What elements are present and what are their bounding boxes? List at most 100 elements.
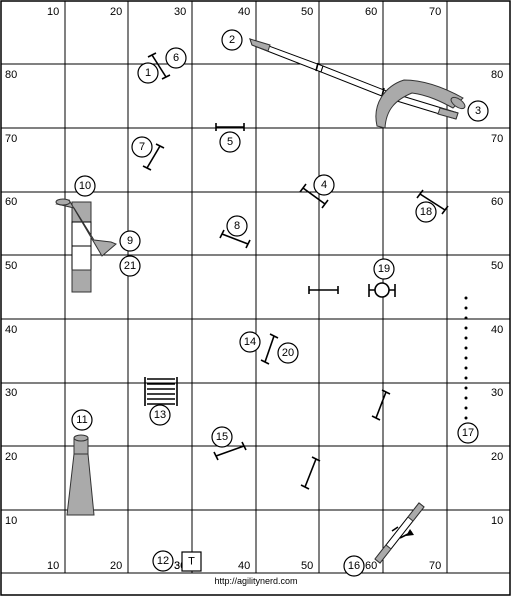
- obstacle-number-17: 17: [457, 422, 479, 444]
- jump-18-end-b: [441, 205, 449, 215]
- right-label-30: 30: [491, 387, 503, 399]
- obstacle-circle-7: [131, 136, 153, 158]
- jump-right-30: [375, 391, 387, 419]
- obstacle-number-7: 7: [131, 136, 153, 158]
- jump-15: [215, 445, 245, 457]
- obstacle-number-21: 21: [119, 255, 141, 277]
- obstacle-circle-15: [211, 426, 233, 448]
- obstacle-circle-17: [457, 422, 479, 444]
- top-label-50: 50: [301, 6, 313, 18]
- obstacle-circle-4: [313, 174, 335, 196]
- jump-8: [221, 233, 249, 245]
- teeter-16-contact-low: [374, 544, 392, 564]
- obstacle-label-3: 3: [475, 105, 481, 117]
- weave-pole-12: [464, 406, 468, 410]
- jump-4: [302, 187, 326, 205]
- dogwalk: [249, 38, 459, 120]
- jump-4-end-a: [299, 183, 307, 193]
- top-label-20: 20: [110, 6, 122, 18]
- bottom-label-70: 70: [429, 560, 441, 572]
- aframe-plank-1: [71, 221, 92, 247]
- right-label-50: 50: [491, 260, 503, 272]
- obstacle-number-12: 12: [152, 550, 174, 572]
- tunnel-10-mouth: [55, 198, 71, 206]
- jump-4-end-b: [321, 199, 329, 209]
- weave-poles-17: [464, 296, 468, 420]
- dogwalk-walk-plank: [320, 65, 390, 99]
- teeter-16: [374, 502, 425, 564]
- obstacle-label-13: 13: [154, 409, 166, 421]
- tunnel-10-body: [55, 199, 117, 257]
- weave-pole-10: [464, 386, 468, 390]
- obstacle-label-4: 4: [321, 179, 327, 191]
- jump-center-20: [304, 458, 317, 488]
- bottom-axis-labels: 10 20 30 40 50 60 70: [47, 560, 441, 572]
- obstacle-label-18: 18: [420, 206, 432, 218]
- weave-pole-6: [464, 346, 468, 350]
- obstacle-label-2: 2: [229, 34, 235, 46]
- jump-8-end-b: [245, 239, 251, 249]
- obstacle-label-14: 14: [244, 336, 256, 348]
- obstacle-circle-13: [149, 404, 171, 426]
- obstacle-label-17: 17: [462, 427, 474, 439]
- bottom-label-20: 20: [110, 560, 122, 572]
- obstacle-number-18: 18: [415, 201, 437, 223]
- obstacle-number-15: 15: [211, 426, 233, 448]
- weave-pole-8: [464, 366, 468, 370]
- jump-1-6-end-a: [147, 52, 157, 58]
- weave-pole-3: [464, 316, 468, 320]
- left-label-70: 70: [5, 133, 17, 145]
- right-label-20: 20: [491, 451, 503, 463]
- left-label-10: 10: [5, 515, 17, 527]
- obstacle-label-7: 7: [139, 141, 145, 153]
- aframe-plank-2: [71, 245, 92, 271]
- curved-tunnel: [375, 79, 466, 129]
- obstacle-number-16: 16: [343, 555, 365, 577]
- right-label-80: 80: [491, 69, 503, 81]
- obstacle-number-6: 6: [165, 47, 187, 69]
- table-t: T: [181, 551, 202, 572]
- right-label-40: 40: [491, 324, 503, 336]
- weave-pole-11: [464, 396, 468, 400]
- right-label-10: 10: [491, 515, 503, 527]
- grid: [1, 1, 510, 574]
- obstacle-circle-12: [152, 550, 174, 572]
- aframe-contact-bottom: [71, 269, 92, 293]
- bottom-label-10: 10: [47, 560, 59, 572]
- left-label-40: 40: [5, 324, 17, 336]
- obstacle-number-11: 11: [71, 409, 93, 431]
- obstacle-circle-21: [119, 255, 141, 277]
- obstacle-label-15: 15: [216, 431, 228, 443]
- weave-pole-7: [464, 356, 468, 360]
- bottom-label-60: 60: [365, 560, 377, 572]
- obstacle-circle-16: [343, 555, 365, 577]
- teeter-16-contact-high: [407, 502, 425, 522]
- obstacle-label-21: 21: [124, 260, 136, 272]
- obstacle-number-9: 9: [119, 230, 141, 252]
- obstacle-circle-14: [239, 331, 261, 353]
- right-axis-labels: 80 70 60 50 40 30 20 10: [491, 69, 503, 527]
- bottom-label-40: 40: [238, 560, 250, 572]
- table-t-box: [181, 551, 202, 572]
- top-label-40: 40: [238, 6, 250, 18]
- obstacle-circle-9: [119, 230, 141, 252]
- obstacle-number-2: 2: [221, 29, 243, 51]
- jump-18-end-a: [416, 189, 424, 199]
- jump-14-20-end-a: [260, 359, 270, 365]
- left-label-30: 30: [5, 387, 17, 399]
- obstacle-number-10: 10: [74, 175, 96, 197]
- jumps: [142, 52, 449, 490]
- start-number: 3: [174, 560, 180, 572]
- jump-1-6-end-b: [161, 74, 171, 80]
- jump-center-20-end-a: [300, 484, 310, 490]
- obstacle-circle-2: [221, 29, 243, 51]
- top-axis-labels: 10 20 30 40 50 60 70: [47, 6, 441, 18]
- obstacle-label-5: 5: [227, 136, 233, 148]
- weave-pole-5: [464, 336, 468, 340]
- weave-pole-1: [464, 296, 468, 300]
- aframe-contact-top: [71, 201, 92, 223]
- bottom-label-50: 50: [301, 560, 313, 572]
- obstacle-number-4: 4: [313, 174, 335, 196]
- curved-tunnel-end: [450, 96, 466, 110]
- tunnel-10: [55, 198, 117, 257]
